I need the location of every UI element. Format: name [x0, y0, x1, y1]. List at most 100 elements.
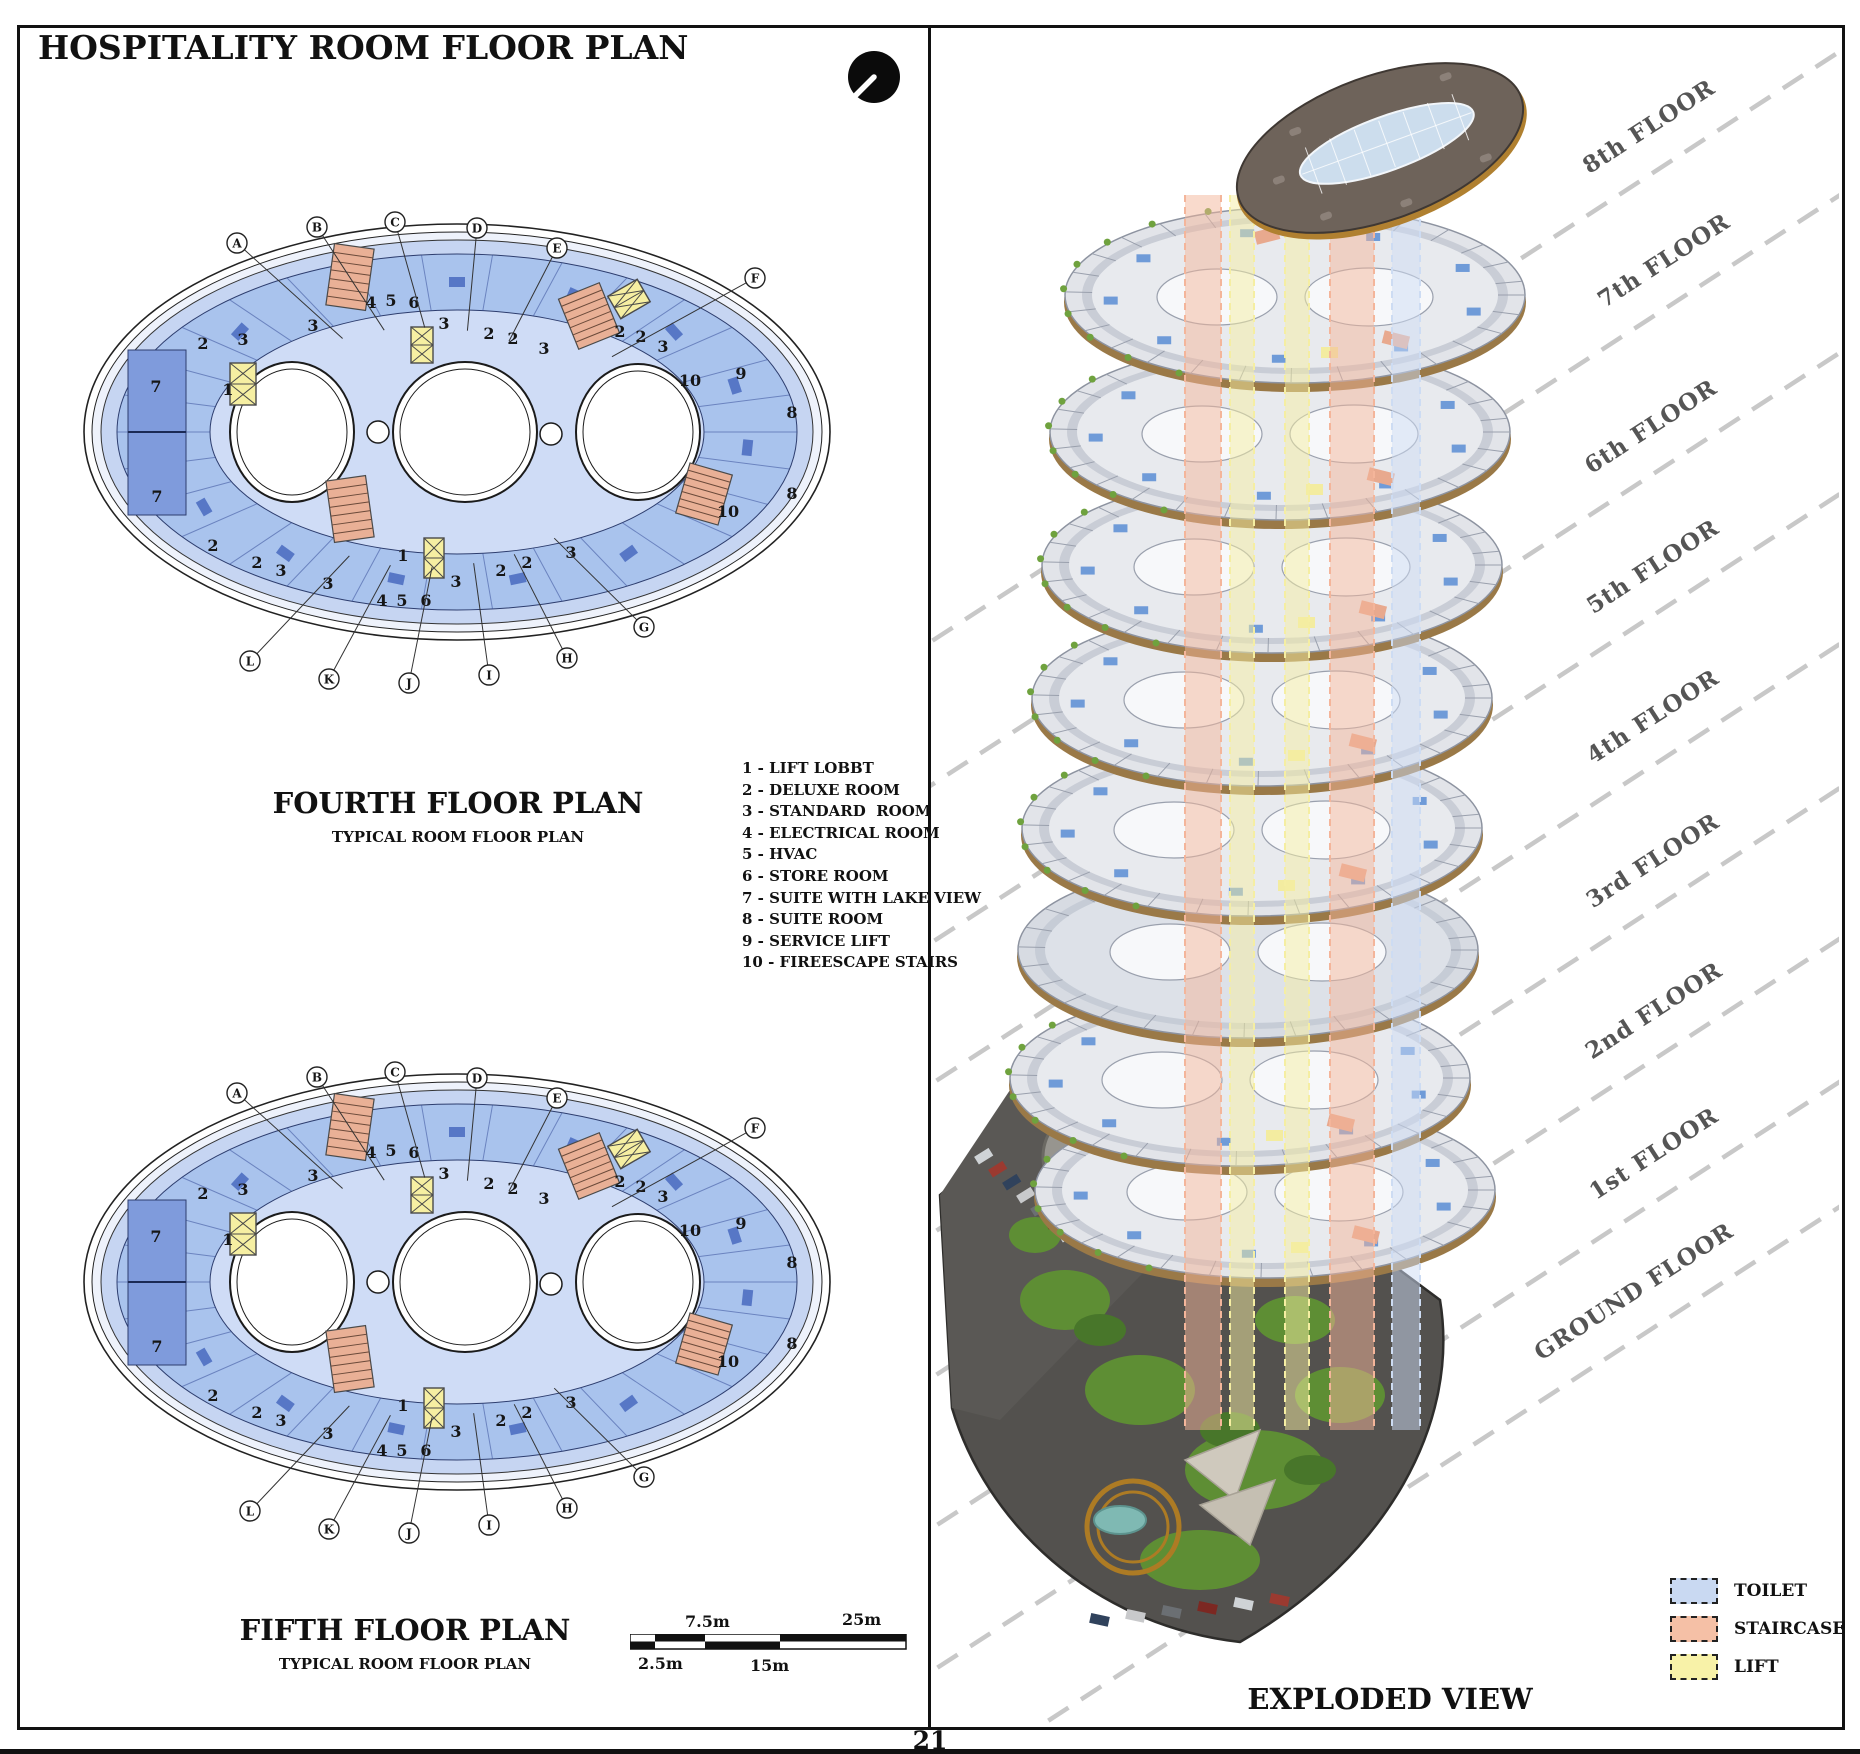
room-number: 2 [521, 553, 532, 572]
staircase-box [674, 462, 734, 526]
room-number: 6 [408, 1143, 419, 1162]
room-number: 3 [450, 572, 461, 591]
lift-box [606, 1128, 652, 1170]
sheet-border [17, 25, 1845, 1730]
room-number: 2 [507, 1179, 518, 1198]
room-number: 5 [385, 291, 396, 310]
grid-bubble-letter: G [639, 621, 649, 635]
room-number: 10 [679, 1221, 701, 1240]
grid-bubble-letter: F [751, 1122, 760, 1136]
grid-bubble-letter: B [312, 1071, 322, 1085]
service-shaft [1230, 195, 1254, 1430]
lift-box [606, 278, 652, 320]
room-number: 2 [635, 1177, 646, 1196]
legend-item: 4 - ELECTRICAL ROOM [742, 823, 940, 842]
fifth-plan-title: FIFTH FLOOR PLAN [239, 1613, 571, 1647]
room-number: 2 [521, 1403, 532, 1422]
sheet-bottom-edge [0, 1749, 1860, 1754]
legend-row-toilet: TOILET [1670, 1578, 1807, 1604]
grid-bubble-letter: C [390, 1066, 400, 1080]
room-number: 4 [376, 1441, 387, 1460]
legend-item: 3 - STANDARD ROOM [742, 802, 932, 821]
room-number: 4 [365, 1143, 376, 1162]
room-number: 3 [657, 337, 668, 356]
lift-box [229, 362, 257, 406]
room-number: 3 [438, 1164, 449, 1183]
room-number: 6 [420, 1441, 431, 1460]
room-number: 2 [207, 1386, 218, 1405]
toilet-swatch [1670, 1578, 1718, 1604]
grid-bubble-letter: H [561, 652, 572, 666]
room-number: 7 [150, 377, 161, 396]
room-number: 3 [322, 1424, 333, 1443]
legend-item: 2 - DELUXE ROOM [742, 780, 900, 799]
grid-bubble-letter: I [486, 1519, 492, 1533]
lift-label: LIFT [1734, 1657, 1779, 1677]
room-number: 6 [420, 591, 431, 610]
legend-item: 10 - FIREESCAPE STAIRS [742, 953, 959, 972]
fourth-plan-title: FOURTH FLOOR PLAN [272, 786, 644, 820]
room-number: 2 [483, 324, 494, 343]
grid-bubble-letter: D [472, 222, 482, 236]
exploded-view-caption: EXPLODED VIEW [1247, 1682, 1533, 1716]
grid-bubble-letter: G [639, 1471, 649, 1485]
room-number: 3 [538, 1189, 549, 1208]
room-number: 3 [307, 316, 318, 335]
room-number: 3 [657, 1187, 668, 1206]
room-number: 2 [507, 329, 518, 348]
room-number: 7 [150, 1227, 161, 1246]
staircase-box [557, 281, 621, 351]
room-number: 8 [786, 403, 797, 422]
lift-box [229, 1212, 257, 1256]
room-number: 3 [237, 1180, 248, 1199]
room-number: 1 [397, 1396, 408, 1415]
room-number: 2 [197, 334, 208, 353]
grid-bubble-letter: H [561, 1502, 572, 1516]
room-number: 1 [222, 1230, 233, 1249]
page-number: 21 [912, 1726, 948, 1754]
room-number: 5 [396, 1441, 407, 1460]
toilet-label: TOILET [1734, 1581, 1807, 1601]
grid-bubble-letter: E [552, 1092, 561, 1106]
legend-row-lift: LIFT [1670, 1654, 1779, 1680]
room-number: 4 [365, 293, 376, 312]
room-number: 1 [397, 546, 408, 565]
room-number: 3 [565, 1393, 576, 1412]
fourth-plan-subtitle: TYPICAL ROOM FLOOR PLAN [331, 828, 585, 846]
service-shaft [1392, 195, 1420, 1430]
floor-slab [1037, 476, 1503, 662]
circle-logo-icon [848, 51, 900, 103]
scale-label-25m: 25m [842, 1610, 882, 1629]
grid-bubble-letter: C [390, 216, 400, 230]
room-number: 7 [151, 1337, 162, 1356]
page-title: HOSPITALITY ROOM FLOOR PLAN [38, 28, 689, 67]
lift-swatch [1670, 1654, 1718, 1680]
grid-bubble-letter: F [751, 272, 760, 286]
service-shaft [1285, 195, 1309, 1430]
legend-item: 5 - HVAC [742, 845, 818, 864]
room-number: 3 [237, 330, 248, 349]
fifth-plan-subtitle: TYPICAL ROOM FLOOR PLAN [278, 1655, 532, 1673]
room-number: 2 [614, 322, 625, 341]
legend-item: 8 - SUITE ROOM [742, 910, 884, 929]
room-number: 2 [251, 1403, 262, 1422]
scale-label-2-5m: 2.5m [638, 1654, 683, 1673]
legend-row-staircase: STAIRCASE [1670, 1616, 1845, 1642]
room-number: 6 [408, 293, 419, 312]
room-number: 3 [322, 574, 333, 593]
room-number: 2 [495, 1411, 506, 1430]
staircase-label: STAIRCASE [1734, 1619, 1846, 1639]
grid-bubble-letter: K [324, 1523, 335, 1537]
staircase-box [325, 474, 375, 544]
scale-bar: 7.5m 25m 2.5m 15m [630, 1610, 920, 1675]
legend-item: 6 - STORE ROOM [742, 866, 889, 885]
staircase-box [674, 1312, 734, 1376]
room-number: 3 [438, 314, 449, 333]
service-shaft [1330, 195, 1374, 1430]
scale-label-15m: 15m [750, 1656, 790, 1675]
room-number: 10 [717, 502, 739, 521]
grid-bubble-letter: A [231, 237, 242, 251]
legend-item: 9 - SERVICE LIFT [742, 931, 890, 950]
